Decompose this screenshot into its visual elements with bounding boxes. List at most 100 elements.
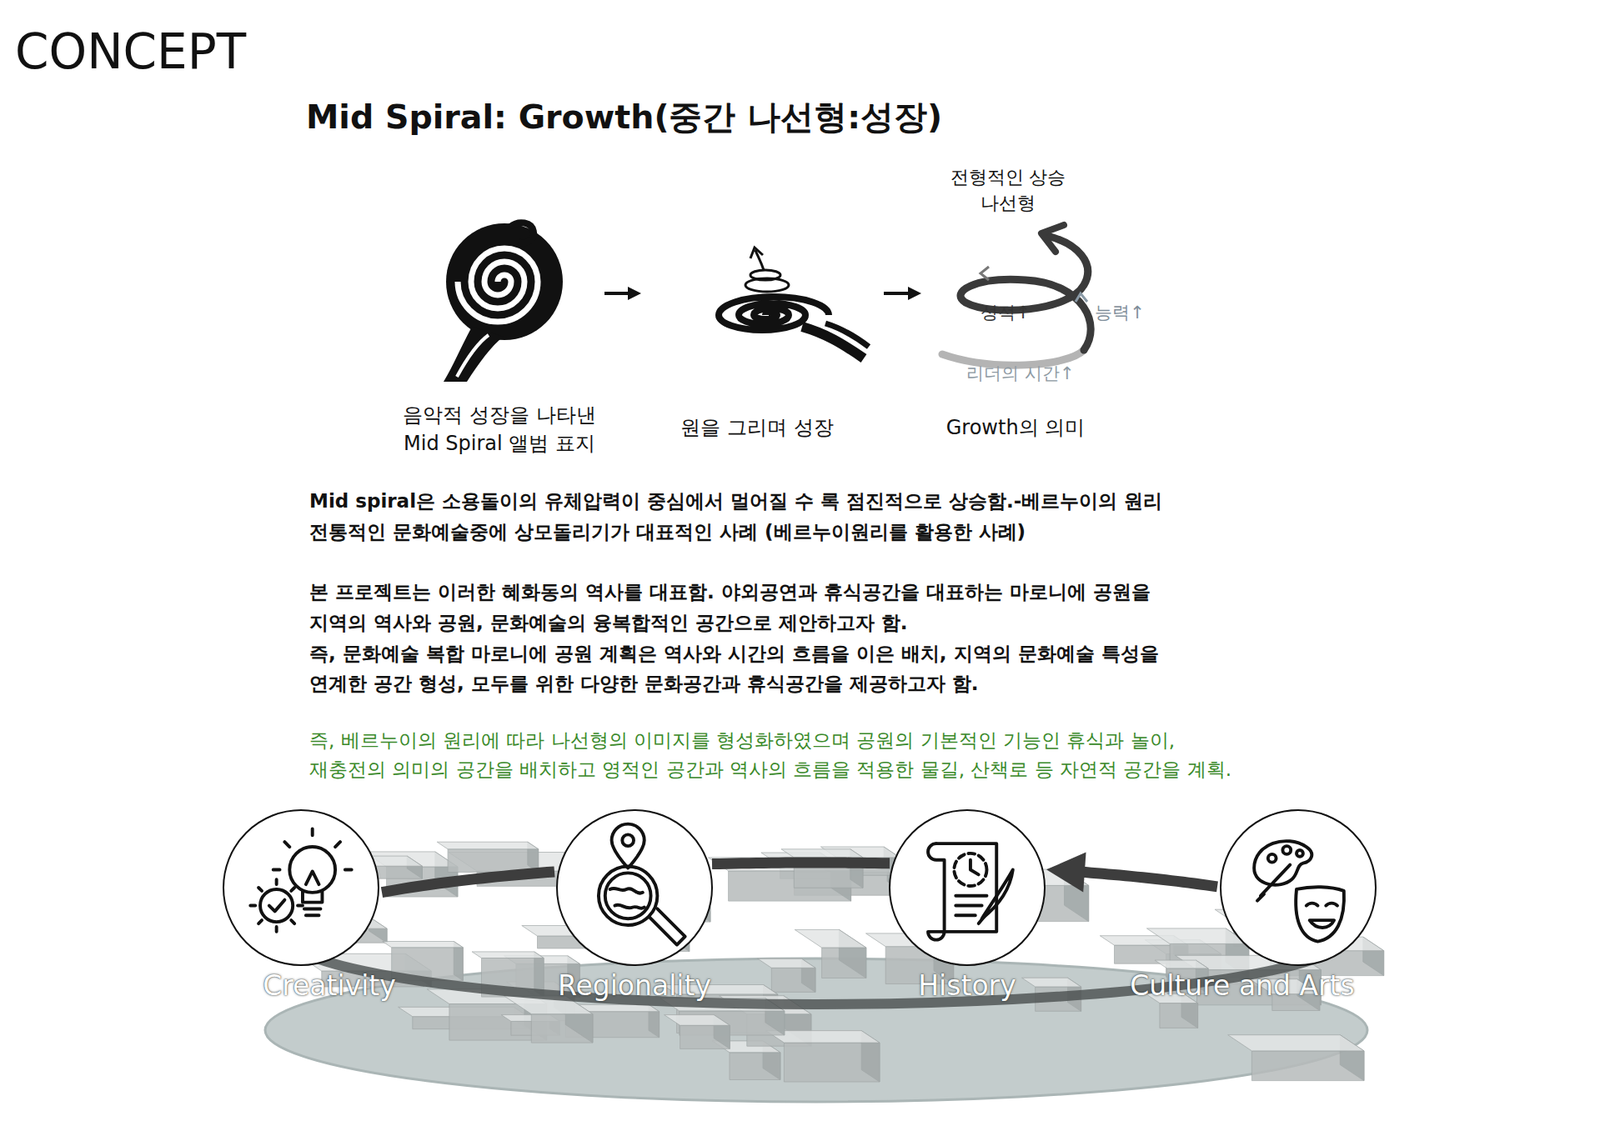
icon-stroke (304, 908, 322, 916)
theme-circle: History (888, 809, 1046, 967)
icon-stroke (1268, 854, 1277, 863)
icon-stroke (250, 829, 352, 933)
building-massing (1154, 960, 1209, 969)
flat-swirl (718, 247, 869, 359)
figure-caption: 원을 그리며 성장 (680, 415, 833, 441)
building-massing (471, 952, 544, 959)
growth-spiral (960, 235, 1091, 351)
icon-stroke (955, 896, 987, 916)
icon-stroke (598, 824, 686, 946)
icon-stroke (1309, 920, 1335, 928)
ring-line (1079, 872, 1218, 888)
icon-stroke (927, 843, 945, 940)
page-title: Mid Spiral: Growth(중간 나선형:성장) (305, 96, 943, 138)
icon-stroke (1253, 841, 1345, 942)
flat-swirl (750, 270, 781, 281)
album-symbol (443, 326, 504, 382)
body-text: 즉, 문화예술 복합 마로니에 공원 계획은 역사와 시간의 흐름을 이은 배치… (309, 642, 1159, 667)
theme-icon (890, 811, 1044, 965)
flow-arrow (627, 286, 642, 301)
icon-stroke (649, 908, 686, 945)
summary-text: 재충전의 의미의 공간을 배치하고 영적인 공간과 역사의 흐름을 적용한 물길… (309, 757, 1232, 783)
building-massing (757, 958, 816, 969)
body-text: 전통적인 문화예술중에 상모돌리기가 대표적인 사례 (베르누이원리를 활용한 … (309, 520, 1026, 545)
icon-stroke (260, 889, 293, 923)
album-symbol (456, 335, 489, 377)
icon-stroke (953, 853, 987, 887)
icon-stroke (305, 871, 320, 885)
icon-stroke (269, 900, 286, 913)
theme-icon (1221, 811, 1375, 965)
building-massing (382, 942, 464, 948)
icon-stroke (611, 824, 645, 869)
icon-stroke (1257, 865, 1290, 902)
spiral-note: 성적↑ (980, 301, 1031, 324)
album-symbol (443, 222, 563, 382)
flat-swirl (802, 326, 864, 359)
building-massing (436, 842, 539, 850)
building-massing (664, 1015, 731, 1027)
figure-caption: 음악적 성장을 나타낸 Mid Spiral 앨범 표지 (382, 401, 617, 458)
theme-circle: Regionality (556, 809, 713, 967)
icon-stroke (273, 829, 352, 871)
growth-spiral (1041, 225, 1064, 252)
growth-spiral (980, 266, 989, 281)
building-massing (1022, 978, 1082, 988)
icon-stroke (1295, 887, 1345, 942)
body-text: Mid spiral은 소용돌이의 유체압력이 중심에서 멀어질 수 록 점진적… (309, 489, 1163, 514)
icon-stroke (302, 891, 322, 903)
icon-stroke (1306, 903, 1338, 907)
ring-connector (712, 862, 890, 865)
icon-stroke (605, 872, 652, 919)
icon-stroke (927, 843, 1014, 940)
page-heading: CONCEPT (15, 21, 246, 83)
flow-arrow (907, 286, 922, 301)
growth-spiral (942, 225, 1091, 366)
flat-swirl (825, 323, 869, 347)
icon-stroke (289, 847, 336, 893)
ring-line (712, 862, 890, 865)
figure-caption: Growth의 의미 (946, 415, 1086, 441)
theme-label: History (917, 969, 1016, 1003)
building-massing (281, 842, 1384, 1083)
icon-stroke (978, 913, 988, 924)
theme-circle: Culture and Arts (1219, 809, 1377, 967)
theme-label: Creativity (262, 969, 397, 1003)
theme-label: Regionality (557, 969, 712, 1003)
body-text: 지역의 역사와 공원, 문화예술의 융복합적인 공간으로 제안하고자 함. (309, 611, 908, 636)
ring-line (381, 872, 555, 893)
theme-label: Culture and Arts (1129, 969, 1355, 1003)
icon-stroke (610, 888, 645, 909)
theme-circle: Creativity (222, 809, 380, 967)
icon-stroke (250, 879, 303, 933)
flat-swirl (750, 247, 763, 259)
spiral-note: 리더의 시간↑ (966, 362, 1074, 385)
album-symbol (446, 223, 563, 341)
icon-stroke (982, 869, 1014, 919)
summary-text: 즉, 베르누이의 원리에 따라 나선형의 이미지를 형성화하였으며 공원의 기본… (309, 728, 1175, 753)
album-symbol (457, 248, 538, 322)
ring-connector (381, 872, 555, 893)
theme-icon (224, 811, 378, 965)
icon-stroke (1296, 850, 1304, 858)
album-symbol (510, 222, 534, 243)
body-text: 연계한 공간 형성, 모두를 위한 다양한 문화공간과 휴식공간을 제공하고자 … (309, 672, 979, 697)
spiral-note: 능력↑ (1094, 301, 1145, 324)
building-massing (781, 849, 863, 858)
growth-spiral (942, 350, 1084, 366)
icon-stroke (1253, 841, 1312, 886)
building-massing (794, 929, 867, 948)
arrow-head (1046, 852, 1087, 893)
building-massing (1228, 1035, 1365, 1052)
growth-spiral (1075, 293, 1088, 302)
icon-stroke (1282, 846, 1291, 855)
theme-icon (557, 811, 712, 965)
flow-arrow (883, 291, 910, 296)
spiral-note: 전형적인 상승 나선형 (945, 165, 1071, 217)
icon-stroke (970, 860, 979, 876)
icon-stroke (621, 834, 634, 847)
body-text: 본 프로젝트는 이러한 혜화동의 역사를 대표함. 야외공연과 휴식공간을 대표… (309, 580, 1151, 605)
